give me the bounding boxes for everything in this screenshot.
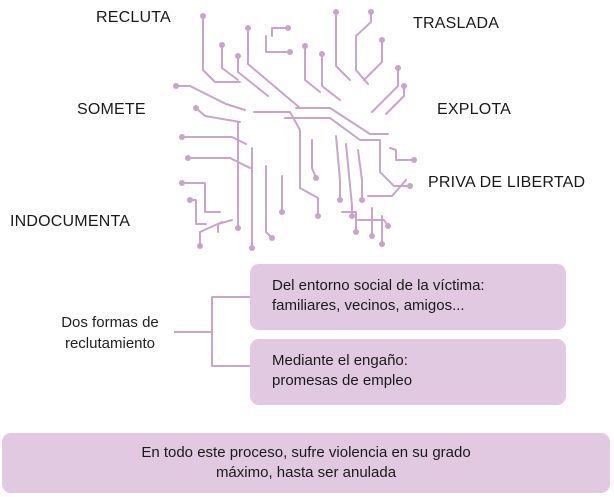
verb-explota: EXPLOTA bbox=[437, 101, 512, 118]
conclusion-box: En todo este proceso, sufre violencia en… bbox=[2, 433, 610, 493]
recruitment-label-line2: reclutamiento bbox=[64, 335, 156, 352]
recruitment-label: Dos formas de reclutamiento bbox=[40, 312, 180, 354]
conclusion-line1: En todo este proceso, sufre violencia en… bbox=[141, 444, 471, 461]
verb-priva-de-libertad: PRIVA DE LIBERTAD bbox=[428, 174, 586, 191]
verb-indocumenta: INDOCUMENTA bbox=[10, 213, 131, 230]
recruitment-label-line1: Dos formas de bbox=[61, 314, 159, 331]
verb-recluta: RECLUTA bbox=[96, 9, 171, 26]
conclusion-line2: máximo, hasta ser anulada bbox=[215, 464, 397, 481]
option-deception-line2: promesas de empleo bbox=[272, 372, 413, 389]
recruitment-option-social: Del entorno social de la víctima: famili… bbox=[250, 264, 566, 330]
recruitment-bracket bbox=[174, 296, 250, 367]
option-social-line1: Del entorno social de la víctima: bbox=[272, 277, 485, 294]
circuit-traces bbox=[175, 11, 415, 249]
option-social-line2: familiares, vecinos, amigos... bbox=[272, 297, 465, 314]
recruitment-option-deception: Mediante el engaño: promesas de empleo bbox=[250, 339, 566, 405]
option-deception-line1: Mediante el engaño: bbox=[272, 352, 408, 369]
circuit-nodes bbox=[173, 9, 417, 251]
verb-traslada: TRASLADA bbox=[413, 15, 500, 32]
verb-somete: SOMETE bbox=[77, 101, 146, 118]
